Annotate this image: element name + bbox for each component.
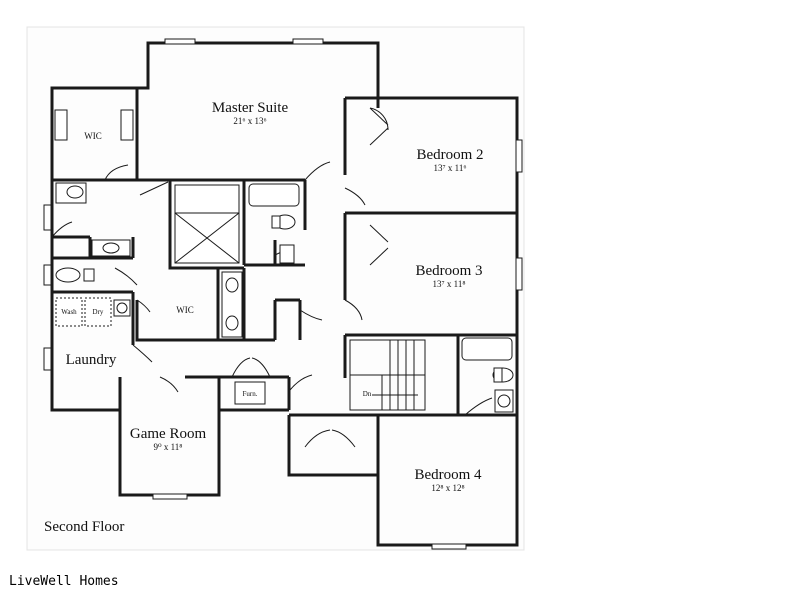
laundry-name: Laundry (66, 352, 117, 368)
paper-sheet (26, 26, 525, 551)
stairs-down-label: Dn (363, 390, 372, 398)
doors (51, 107, 493, 448)
bedroom-3-name: Bedroom 3 (415, 263, 482, 279)
walls (50, 41, 519, 547)
furnace-label: Furn. (243, 390, 258, 398)
room-labels: Master Suite 21⁶ x 13⁶ Bedroom 2 13⁷ x 1… (44, 100, 484, 535)
windows (43, 38, 523, 550)
bedroom-4-name: Bedroom 4 (414, 467, 482, 483)
master-suite-name: Master Suite (212, 100, 289, 116)
fixtures (54, 109, 514, 413)
brand-footer: LiveWell Homes (9, 574, 119, 589)
game-room-name: Game Room (130, 426, 207, 442)
bedroom-2-name: Bedroom 2 (416, 147, 483, 163)
dry-label: Dry (93, 308, 104, 316)
wash-label: Wash (61, 308, 77, 316)
bedroom-3-dim: 13⁷ x 11⁸ (433, 279, 466, 289)
bedroom-2-dim: 13⁷ x 11⁶ (434, 163, 467, 173)
floor-label: Second Floor (44, 519, 124, 535)
master-suite-dim: 21⁶ x 13⁶ (233, 116, 266, 126)
bedroom-4-dim: 12⁸ x 12⁸ (431, 483, 464, 493)
game-room-dim: 9⁰ x 11⁸ (154, 442, 183, 452)
wic-2-name: WIC (176, 305, 194, 315)
wic-1-name: WIC (84, 131, 102, 141)
